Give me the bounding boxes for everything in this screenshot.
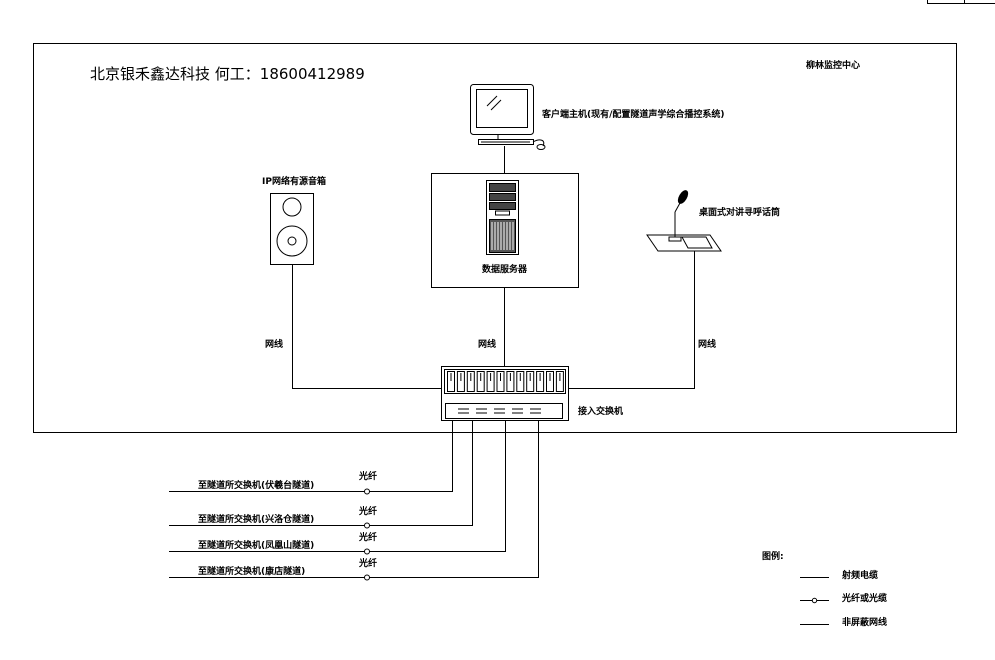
legend-item-label: 非屏蔽网线: [842, 618, 888, 628]
company-contact: 北京银禾鑫达科技 何工：18600412989: [90, 65, 365, 83]
client-host-label: 客户端主机(现有/配置隧道声学综合播控系统): [542, 110, 725, 120]
tunnel-link-label: 至隧道所交换机(凤凰山隧道): [198, 541, 315, 551]
control-center-boundary: [33, 43, 957, 433]
switch-port: [526, 371, 535, 392]
switch-port: [506, 371, 515, 392]
switch-port: [555, 371, 564, 392]
fiber-label: 光纤: [359, 472, 378, 482]
link-label-server: 网线: [478, 340, 497, 350]
fiber-cables: [169, 420, 539, 578]
network-cables: [292, 146, 695, 389]
speaker-label: IP网络有源音箱: [262, 177, 326, 187]
switch-icon: [441, 366, 569, 421]
control-center-title: 柳林监控中心: [806, 61, 861, 71]
fiber-label: 光纤: [359, 559, 378, 569]
tunnel-link-label: 至隧道所交换机(兴洛仓隧道): [198, 515, 315, 525]
tunnel-link-label: 至隧道所交换机(康店隧道): [198, 567, 306, 577]
tunnel-link-label: 至隧道所交换机(伏羲台隧道): [198, 481, 315, 491]
fiber-label: 光纤: [359, 507, 378, 517]
legend-title: 图例:: [762, 552, 784, 562]
switch-port: [466, 371, 475, 392]
desk-microphone-icon: [646, 190, 722, 252]
server-tower-icon: [486, 180, 519, 255]
desk-mic-label: 桌面式对讲寻呼话筒: [699, 208, 781, 218]
switch-port: [447, 371, 455, 392]
switch-port: [496, 371, 505, 392]
legend-symbols: [800, 577, 829, 625]
switch-port: [546, 371, 554, 392]
switch-port: [536, 371, 545, 392]
link-label-mic: 网线: [698, 340, 717, 350]
switch-label: 接入交换机: [578, 407, 624, 417]
switch-port: [516, 371, 525, 392]
server-label: 数据服务器: [482, 265, 528, 275]
switch-port: [456, 371, 465, 392]
speaker-icon: [270, 193, 314, 265]
fiber-node-markers: [364, 488, 370, 581]
switch-port: [476, 371, 485, 392]
legend-item-label: 射频电缆: [842, 571, 879, 581]
legend-item-label: 光纤或光缆: [842, 594, 888, 604]
link-label-speaker: 网线: [265, 340, 284, 350]
computer-icon: [470, 84, 546, 150]
switch-port: [486, 371, 495, 392]
corner-fragment: [927, 0, 995, 4]
fiber-label: 光纤: [359, 533, 378, 543]
